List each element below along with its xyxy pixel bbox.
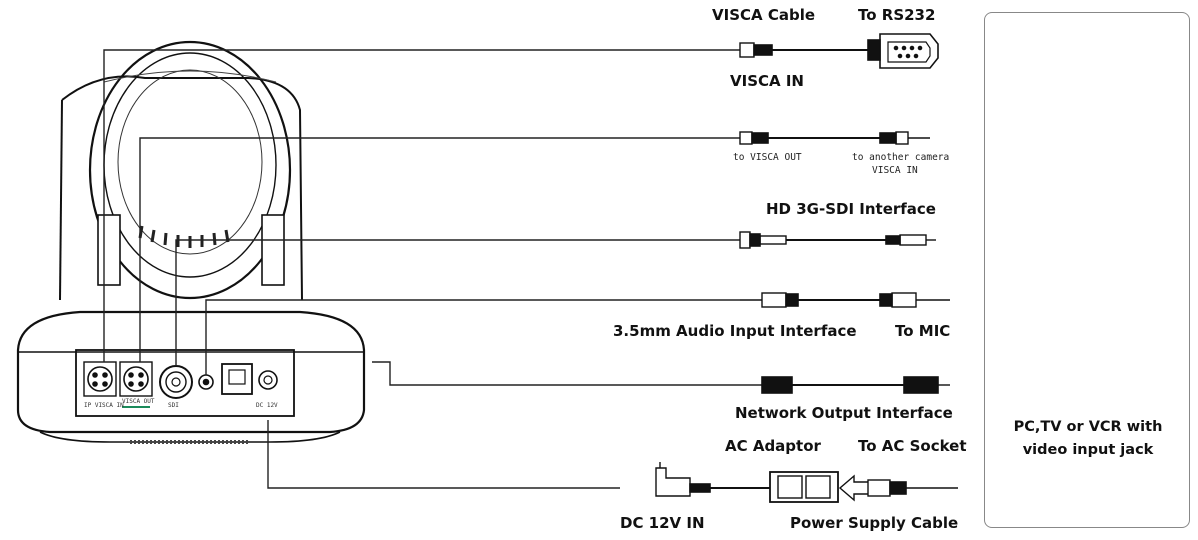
port-label-visca-out: VISCA OUT <box>122 398 155 405</box>
display-devices-panel: PC,TV or VCR with video input jack <box>984 12 1190 528</box>
network-cable-graphic <box>761 376 950 394</box>
label-visca-cable: VISCA Cable <box>712 6 816 24</box>
panel-text-line1: PC,TV or VCR with <box>1013 419 1163 435</box>
port-label-dc: DC 12V <box>256 402 278 409</box>
label-visca-in: VISCA IN <box>730 72 804 90</box>
label-to-visca-out: to VISCA OUT <box>733 152 802 163</box>
audio-cable-graphic <box>740 292 950 308</box>
port-label-visca-in: IP VISCA IN <box>84 402 124 409</box>
label-to-ac-socket: To AC Socket <box>858 437 967 455</box>
power-cable-graphic <box>655 462 958 503</box>
sdi-cable-graphic <box>739 231 936 249</box>
label-to-rs232: To RS232 <box>858 6 936 24</box>
connection-wires <box>103 49 762 489</box>
camera-base <box>16 310 366 444</box>
panel-text-line2: video input jack <box>1022 442 1154 458</box>
label-network-output: Network Output Interface <box>735 404 953 422</box>
label-visca-in-small: VISCA IN <box>872 165 918 176</box>
label-power-supply-cable: Power Supply Cable <box>790 514 959 532</box>
label-to-another-camera: to another camera <box>852 152 950 163</box>
camera-ports <box>83 361 278 408</box>
label-dc-12v-in: DC 12V IN <box>620 514 705 532</box>
label-to-mic: To MIC <box>895 322 951 340</box>
port-label-sdi: SDI <box>168 402 179 409</box>
visca-chain-cable-graphic <box>739 131 930 145</box>
label-hd-sdi: HD 3G-SDI Interface <box>766 200 936 218</box>
camera-head <box>59 40 303 301</box>
label-ac-adaptor: AC Adaptor <box>725 437 821 455</box>
visca-cable-graphic <box>739 33 939 69</box>
label-audio-input: 3.5mm Audio Input Interface <box>613 322 857 340</box>
